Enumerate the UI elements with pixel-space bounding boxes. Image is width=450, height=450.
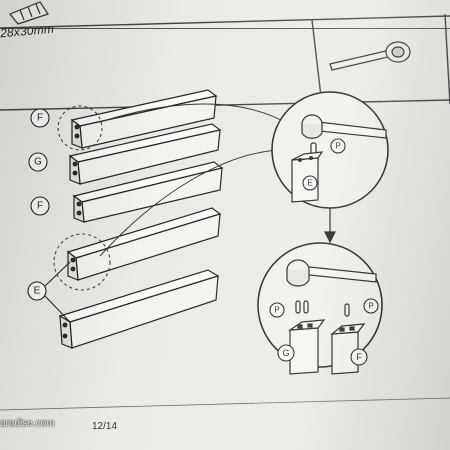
label-g-1: G xyxy=(34,157,42,168)
callout-lines xyxy=(99,103,291,257)
label-p-2: P xyxy=(274,306,279,315)
dowel-bag-icon xyxy=(9,1,49,25)
detail-circle-step2 xyxy=(257,242,383,375)
board-end-highlight-lower xyxy=(53,233,111,291)
label-e-circle-2 xyxy=(302,175,318,191)
board-g xyxy=(68,123,222,185)
label-g-circle-2 xyxy=(277,344,295,362)
header-band xyxy=(0,0,450,29)
label-p-circle-1 xyxy=(330,138,346,154)
label-p-3: P xyxy=(368,302,373,311)
label-e-leader-line xyxy=(44,295,71,323)
label-g-2: G xyxy=(282,348,289,358)
board-e-upper xyxy=(66,207,222,281)
mallet-tool-icon xyxy=(329,41,411,71)
label-e-1: E xyxy=(34,286,41,297)
label-e-circle-1 xyxy=(27,281,47,301)
label-g-circle-1 xyxy=(28,152,48,172)
label-p-circle-2 xyxy=(269,302,285,318)
detail-circle-step1 xyxy=(271,91,389,209)
board-e-lower xyxy=(58,269,220,349)
watermark-text: aradise.com xyxy=(0,418,55,429)
label-p-circle-3 xyxy=(363,298,379,314)
label-f-3: F xyxy=(356,352,362,362)
header-grid xyxy=(0,13,450,111)
label-f-2: F xyxy=(37,201,43,212)
footer-rule xyxy=(0,397,450,411)
board-f-top xyxy=(70,89,218,149)
board-end-highlight-top xyxy=(57,105,103,151)
label-f-circle-1 xyxy=(30,108,50,128)
label-p-1: P xyxy=(335,142,340,151)
label-f-circle-3 xyxy=(350,348,368,366)
arrow-down-icon xyxy=(324,208,336,244)
label-f-1: F xyxy=(37,113,43,124)
label-f-circle-2 xyxy=(30,196,50,216)
board-f-second xyxy=(72,161,224,223)
label-e-leader-line-2 xyxy=(44,261,71,287)
page-number: 12/14 xyxy=(92,421,118,432)
label-e-2: E xyxy=(307,179,312,188)
